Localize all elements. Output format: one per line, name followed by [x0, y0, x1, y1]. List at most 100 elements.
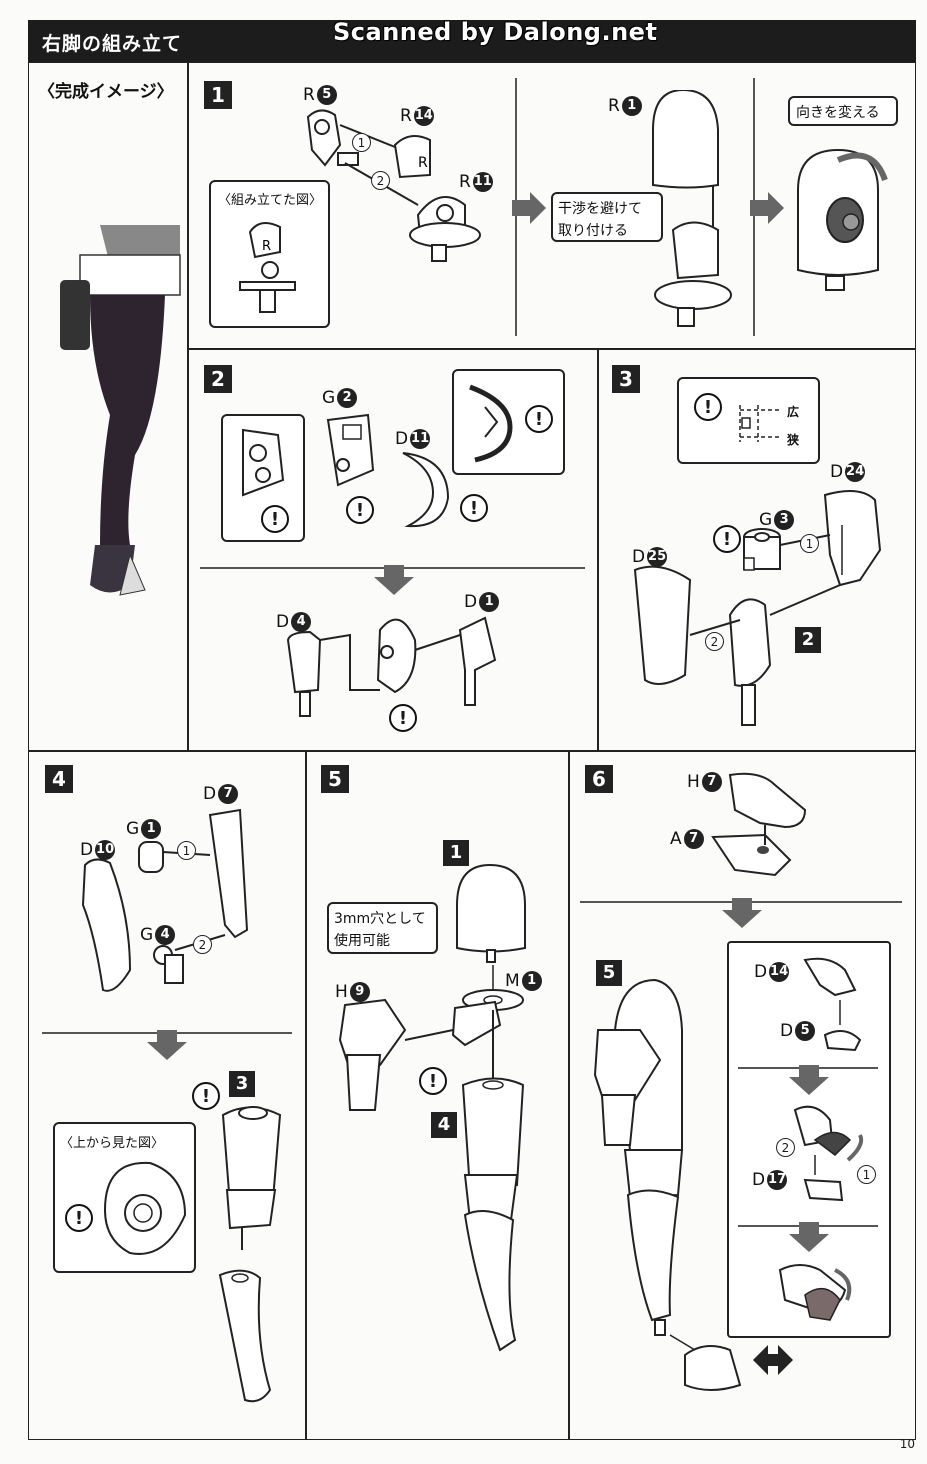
warning-icon: ! [694, 393, 722, 421]
divider [305, 750, 307, 1440]
step3-parts [633, 490, 882, 726]
flow-arrow [374, 565, 414, 595]
step4-parts [81, 808, 249, 992]
step6-subparts-mid [793, 1105, 864, 1202]
assembled-part-illustration: R [239, 222, 296, 313]
top-view-diagram [103, 1161, 187, 1255]
svg-text:R: R [262, 239, 271, 254]
svg-text:R: R [418, 155, 428, 171]
step-number-6: 6 [585, 765, 613, 793]
reference-step-4: 4 [431, 1112, 457, 1138]
completed-image-label: 〈完成イメージ〉 [38, 82, 174, 102]
warning-icon: ! [261, 505, 289, 533]
warning-icon: ! [192, 1082, 220, 1110]
flow-arrow [147, 1030, 187, 1060]
avoid-interference-note-line1: 干渉を避けて [558, 201, 642, 217]
order-marker-2: 2 [193, 935, 212, 954]
section-header: 右脚の組み立て [28, 20, 916, 62]
step-number-1: 1 [204, 81, 232, 109]
hole-note-callout [327, 902, 438, 954]
divider [187, 348, 916, 350]
step2-g2-part [326, 413, 375, 487]
flow-arrow [512, 192, 546, 224]
divider [568, 750, 570, 1440]
reference-step-1: 1 [443, 840, 469, 866]
step2-detail-part [242, 428, 285, 497]
flow-arrow [750, 192, 784, 224]
top-view-label: 〈上から見た図〉 [60, 1136, 165, 1151]
narrow-label: 狭 [787, 433, 800, 447]
avoid-interference-callout [551, 192, 663, 242]
assembled-view-label: 〈組み立てた図〉 [218, 193, 323, 208]
step1-rotated-head [797, 148, 888, 291]
section-title: 右脚の組み立て [42, 33, 183, 55]
step2-detail-part [469, 384, 513, 463]
step-number-3: 3 [612, 365, 640, 393]
order-marker-2: 2 [705, 632, 724, 651]
completed-leg-illustration [60, 225, 181, 596]
divider [187, 62, 189, 750]
divider [28, 750, 916, 752]
step6-subparts-bottom [778, 1264, 852, 1321]
order-marker-2: 2 [776, 1138, 795, 1157]
step-number-2: 2 [204, 365, 232, 393]
step6-subparts-top [803, 957, 862, 1052]
warning-icon: ! [460, 494, 488, 522]
step5-parts [338, 863, 526, 1352]
orientation-callout [677, 377, 820, 464]
order-marker-2: 2 [371, 171, 390, 190]
page-number: 10 [899, 1437, 915, 1451]
flow-arrow [722, 898, 762, 928]
wide-label: 広 [787, 405, 800, 419]
step6-shoe-parts [711, 772, 807, 877]
warning-icon: ! [525, 405, 553, 433]
reference-step-2: 2 [795, 627, 821, 653]
step4-assembly [218, 1106, 282, 1403]
order-marker-1: 1 [177, 841, 196, 860]
warning-icon: ! [419, 1067, 447, 1095]
scan-watermark: Scanned by Dalong.net [333, 18, 658, 46]
orientation-diagram [739, 405, 780, 442]
avoid-interference-note-line2: 取り付ける [558, 223, 628, 239]
step2-assembly-parts [286, 616, 497, 717]
rotate-callout [788, 96, 898, 126]
step6-leg-assembly [593, 978, 742, 1391]
warning-icon: ! [713, 525, 741, 553]
step2-d11-part [402, 452, 450, 528]
step-number-5: 5 [321, 765, 349, 793]
order-marker-1: 1 [800, 534, 819, 553]
warning-icon: ! [389, 704, 417, 732]
step-number-4: 4 [45, 765, 73, 793]
hole-note-line2: 使用可能 [334, 933, 390, 949]
reference-step-5: 5 [596, 960, 622, 986]
reference-step-3: 3 [229, 1071, 255, 1097]
order-marker-1: 1 [857, 1165, 876, 1184]
hole-note-line1: 3mm穴として [334, 911, 426, 927]
warning-icon: ! [346, 496, 374, 524]
rotate-note: 向きを変える [796, 105, 880, 121]
double-arrow-icon [753, 1345, 793, 1375]
flow-arrow [789, 1222, 829, 1252]
order-marker-1: 1 [352, 133, 371, 152]
warning-icon: ! [65, 1204, 93, 1232]
